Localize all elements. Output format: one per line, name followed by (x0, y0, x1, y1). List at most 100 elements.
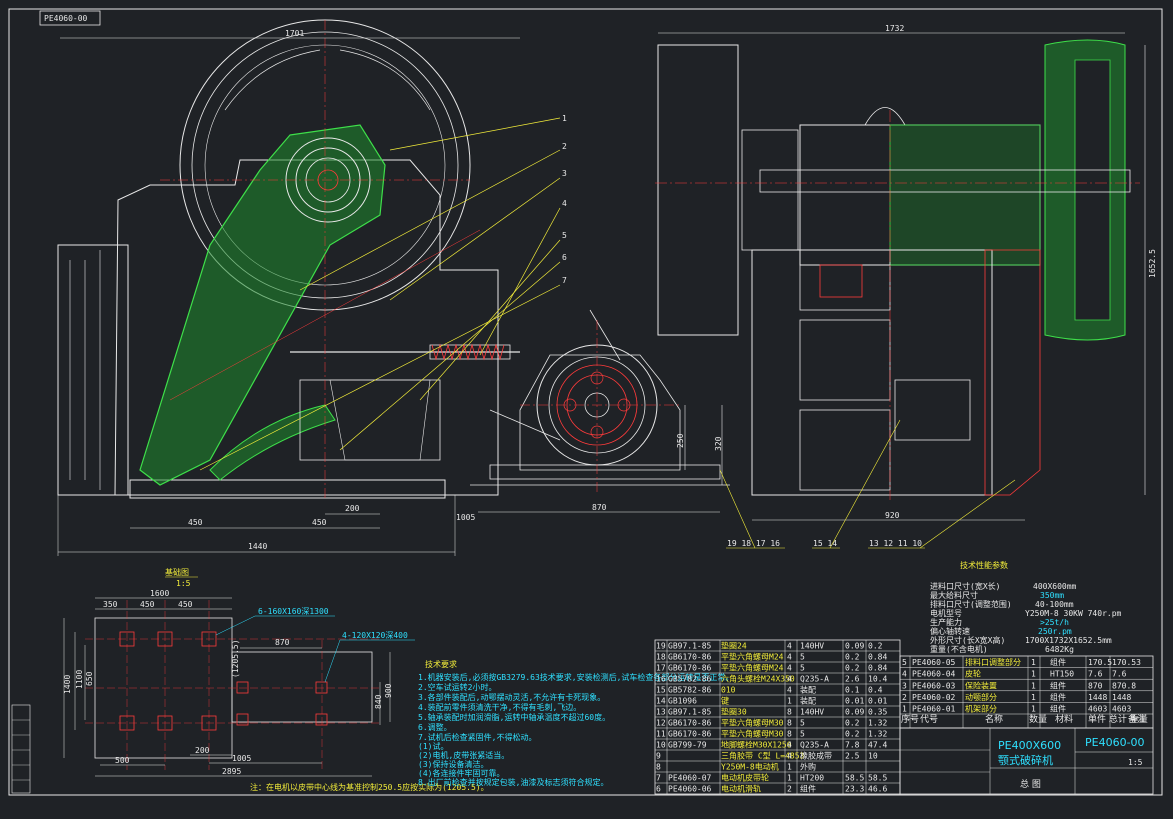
bom-row-weight-unit: 2.6 (845, 675, 860, 684)
bom-row-weight-total: 10.4 (868, 675, 887, 684)
bom-row-weight-unit: 0.01 (845, 697, 864, 706)
bom-row-qty: 4 (787, 741, 792, 750)
callout-1: 1 (562, 114, 567, 123)
tech-requirements: 技术要求 1.机器安装后,必须按GB3279.63技术要求,安装检测后,试车检查… (418, 659, 733, 787)
bom-header-no: 序号 (901, 713, 919, 725)
bom-lower-no: 3 (902, 681, 907, 690)
bom-row-name: Y250M-8电动机 (721, 762, 779, 772)
bom-lower-material: 组件 (1050, 680, 1066, 690)
bom-row-weight-total: 0.84 (868, 664, 887, 673)
fdim-870: 870 (275, 638, 290, 647)
bom-row-code: GB6170-86 (668, 653, 712, 662)
bom-lower-weight-total: 7.6 (1112, 670, 1127, 679)
bom-row-qty: 4 (787, 752, 792, 761)
bom-row-code: PE4060-07 (668, 774, 712, 783)
bom-header: 序号 代号 名称 数量 材料 单件 总计 重量 备注 (901, 713, 1148, 725)
drawing-scale: 1:5 (1128, 758, 1143, 767)
tech-req-line-7: 7.试机后检查紧固件,不得松动。 (418, 732, 536, 742)
bom-row-material: HT200 (800, 774, 824, 783)
dim-320: 320 (714, 436, 723, 451)
bom-row-material: 装配 (800, 685, 816, 695)
bom-row-qty: 1 (787, 763, 792, 772)
bom-row-no: 11 (656, 730, 666, 739)
bom-row-weight-unit: 0.2 (845, 719, 860, 728)
top-code: PE4060-00 (44, 14, 88, 23)
perf-label-4: 生产能力 (930, 617, 962, 627)
dim-250: 250 (676, 433, 685, 448)
foundation-hole-note-2: 4-120X120深400 (342, 631, 408, 640)
dim-450b: 450 (312, 518, 327, 527)
tech-req-line-10: (3)保持设备清洁。 (418, 759, 488, 769)
bom-row-no: 16 (656, 675, 666, 684)
bom-row-qty: 4 (787, 686, 792, 695)
bom-lower-code: PE4060-02 (912, 693, 956, 702)
bom-row-material: Q235-A (800, 675, 829, 684)
dim-200: 200 (345, 504, 360, 513)
tech-req-title: 技术要求 (425, 659, 457, 669)
bom-row-weight-unit: 0.1 (845, 686, 860, 695)
foundation-bottom-note: 注：在电机以皮带中心线为基准控制250.5应按实际为(1205.5)。 (250, 782, 489, 792)
bom-header-note: 备注 (1128, 713, 1146, 725)
perf-label-6: 外形尺寸(长X宽X高) (930, 635, 1005, 645)
bom-row-name: 三角胶带 C型 L=4853 (721, 751, 805, 761)
bom-lower-weight-total: 870.8 (1112, 681, 1136, 690)
bom-row-name: 键 (721, 696, 729, 706)
bom-row-qty: 8 (787, 719, 792, 728)
bom-row-weight-total: 0.2 (868, 642, 883, 651)
bom-row-weight-total: 10 (868, 752, 878, 761)
bom-row-name: 平垫六角螺母M24 (721, 652, 784, 662)
bom-lower-name: 保险装置 (965, 680, 997, 690)
bom-row-code: GB97.1-85 (668, 708, 712, 717)
bom-row-weight-total: 47.4 (868, 741, 887, 750)
bom-row-material: 组件 (800, 784, 816, 794)
bom-lower-code: PE4060-05 (912, 658, 956, 667)
bom-lower-no: 2 (902, 693, 907, 702)
tech-req-line-12: 8.出厂前检查并按规定包装,油漆及标志须符合规定。 (418, 777, 608, 787)
bom-row-qty: 4 (787, 642, 792, 651)
tech-req-line-3: 3.各部件装配后,动鄂摆动灵活,不允许有卡死现象。 (418, 692, 605, 702)
bom-row-name: 垫圈24 (721, 641, 747, 651)
bom-row-weight-total: 0.35 (868, 708, 887, 717)
perf-value-3: Y250M-8 30KW 740r.pm (1025, 609, 1122, 618)
fdim-1600: 1600 (150, 589, 169, 598)
bom-row-qty: 1 (787, 774, 792, 783)
bom-header-weight: 单件 总计 重量 (1088, 713, 1148, 725)
bom-row-material: 140HV (800, 708, 824, 717)
bom-lower-material: HT150 (1050, 670, 1074, 679)
callout-7: 7 (562, 276, 567, 285)
bom-row-no: 14 (656, 697, 666, 706)
perf-label-3: 电机型号 (930, 608, 962, 618)
bom-row-no: 6 (656, 785, 661, 794)
perf-value-5: 250r.pm (1038, 627, 1072, 636)
tech-req-line-6: 6.调整。 (418, 722, 452, 732)
bom-row-qty: 1 (787, 697, 792, 706)
bom-lower-code: PE4060-01 (912, 705, 956, 714)
bom-lower-no: 4 (902, 670, 907, 679)
performance-table: 技术性能参数 进料口尺寸(宽X长) 400X600mm 最大给料尺寸 350mm… (930, 560, 1122, 654)
bom-header-mat: 材料 (1055, 713, 1073, 725)
title-block: PE400X600 颚式破碎机 PE4060-00 总 图 1:5 (899, 727, 1154, 795)
bom-header-qty: 数量 (1029, 713, 1047, 725)
perf-label-1: 最大给料尺寸 (930, 590, 978, 600)
bom-row-qty: 4 (787, 675, 792, 684)
bom-row-weight-unit: 0.09 (845, 642, 864, 651)
perf-value-2: 40-100mm (1035, 600, 1074, 609)
bom-row-code: GB97.1-85 (668, 642, 712, 651)
bom-row-no: 8 (656, 763, 661, 772)
bom-row-qty: 8 (787, 730, 792, 739)
fdim-2895: 2895 (222, 767, 241, 776)
fdim-350: 350 (103, 600, 118, 609)
machine-name: 颚式破碎机 (998, 753, 1053, 767)
callout-4: 4 (562, 199, 567, 208)
bom-row-weight-unit: 0.09 (845, 708, 864, 717)
bom-lower-no: 1 (902, 705, 907, 714)
bom-row-material: 橡胶成带 (800, 751, 832, 761)
bom-lower-weight-unit: 170.5 (1088, 658, 1112, 667)
bom-lower-weight-total: 1448 (1112, 693, 1131, 702)
foundation-hole-note-1: 6-160X160深1300 (258, 607, 329, 616)
front-dimensions: 1701 450 450 200 1440 (57, 29, 520, 556)
bom-row-material: 5 (800, 664, 805, 673)
perf-label-0: 进料口尺寸(宽X长) (930, 581, 1000, 591)
